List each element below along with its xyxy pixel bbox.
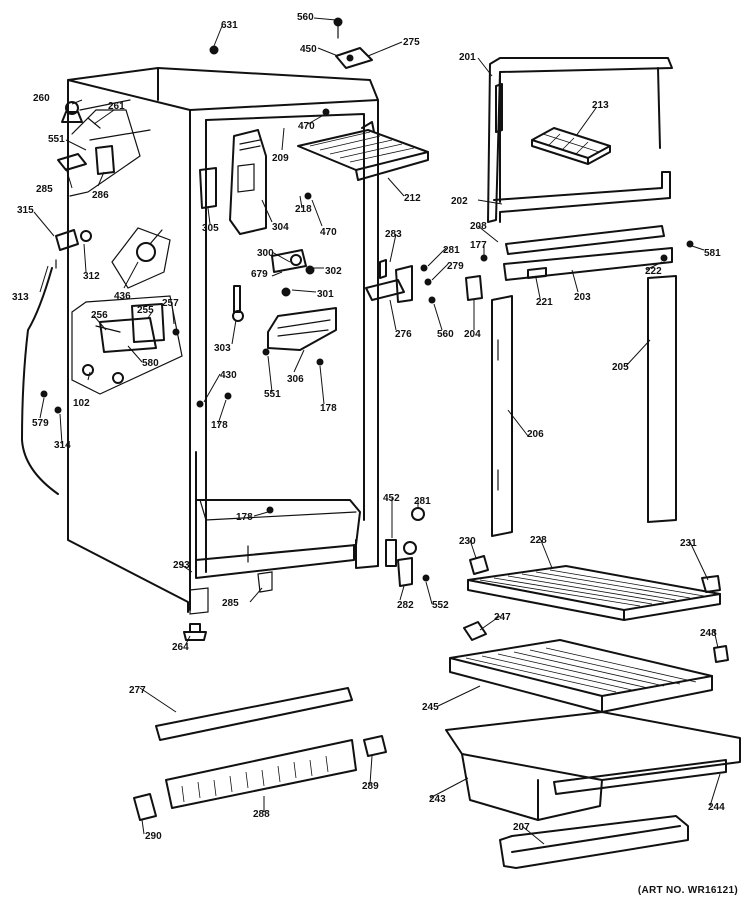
callout-300: 300 — [257, 248, 274, 259]
ice-tray — [531, 127, 611, 165]
callout-276: 276 — [395, 329, 412, 340]
callout-306: 306 — [287, 374, 304, 385]
callout-315: 315 — [17, 205, 34, 216]
callout-450: 450 — [300, 44, 317, 55]
callout-243: 243 — [429, 794, 446, 805]
callout-245: 245 — [422, 702, 439, 713]
callout-labels: 631 560 450 275 201 260 261 213 551 470 … — [12, 12, 725, 842]
callout-281: 281 — [414, 496, 431, 507]
callout-244: 244 — [708, 802, 725, 813]
callout-470: 470 — [320, 227, 337, 238]
callout-312: 312 — [83, 271, 100, 282]
art-number: (ART NO. WR16121) — [637, 885, 738, 896]
callout-204: 204 — [464, 329, 481, 340]
callout-305: 305 — [202, 223, 219, 234]
callout-551: 551 — [264, 389, 281, 400]
callout-218: 218 — [295, 204, 312, 215]
callout-255: 255 — [137, 305, 154, 316]
callout-314: 314 — [54, 440, 71, 451]
callout-201: 201 — [459, 52, 476, 63]
callout-470: 470 — [298, 121, 315, 132]
callout-228: 228 — [530, 535, 547, 546]
callout-177: 177 — [470, 240, 487, 251]
callout-279: 279 — [447, 261, 464, 272]
control-assembly — [199, 129, 337, 351]
callout-282: 282 — [397, 600, 414, 611]
callout-260: 260 — [33, 93, 50, 104]
callout-178: 178 — [211, 420, 228, 431]
callout-289: 289 — [362, 781, 379, 792]
callout-261: 261 — [108, 101, 125, 112]
callout-222: 222 — [645, 266, 662, 277]
callout-178: 178 — [236, 512, 253, 523]
callout-552: 552 — [432, 600, 449, 611]
callout-303: 303 — [214, 343, 231, 354]
wire-shelf — [467, 555, 721, 621]
callout-301: 301 — [317, 289, 334, 300]
callout-178: 178 — [320, 403, 337, 414]
callout-213: 213 — [592, 100, 609, 111]
door-gaskets-and-strips — [491, 225, 677, 537]
thermostat-group — [71, 295, 183, 395]
crisper-drawer — [445, 711, 741, 821]
callout-102: 102 — [73, 398, 90, 409]
callout-452: 452 — [383, 493, 400, 504]
drain-tube — [21, 229, 92, 495]
freezer-shelf — [297, 121, 429, 181]
callout-293: 293 — [173, 560, 190, 571]
callout-551: 551 — [48, 134, 65, 145]
callout-256: 256 — [91, 310, 108, 321]
callout-231: 231 — [680, 538, 697, 549]
callout-560: 560 — [437, 329, 454, 340]
callout-207: 207 — [513, 822, 530, 833]
callout-290: 290 — [145, 831, 162, 842]
callout-286: 286 — [92, 190, 109, 201]
glass-shelf — [449, 621, 729, 713]
callout-230: 230 — [459, 536, 476, 547]
callout-281: 281 — [443, 245, 460, 256]
callout-221: 221 — [536, 297, 553, 308]
callout-430: 430 — [220, 370, 237, 381]
callout-302: 302 — [325, 266, 342, 277]
callout-206: 206 — [527, 429, 544, 440]
callout-313: 313 — [12, 292, 29, 303]
freezer-door-liner — [487, 57, 673, 223]
callout-208: 208 — [470, 221, 487, 232]
callout-304: 304 — [272, 222, 289, 233]
callout-283: 283 — [385, 229, 402, 240]
callout-202: 202 — [451, 196, 468, 207]
callout-264: 264 — [172, 642, 189, 653]
callout-579: 579 — [32, 418, 49, 429]
callout-631: 631 — [221, 20, 238, 31]
toe-grille-parts — [133, 687, 387, 821]
knob-parts — [57, 101, 141, 197]
callout-203: 203 — [574, 292, 591, 303]
callout-436: 436 — [114, 291, 131, 302]
callout-288: 288 — [253, 809, 270, 820]
callout-212: 212 — [404, 193, 421, 204]
callout-209: 209 — [272, 153, 289, 164]
leader-lines — [33, 17, 721, 845]
leveling-foot — [183, 571, 273, 641]
callout-581: 581 — [704, 248, 721, 259]
callout-560: 560 — [297, 12, 314, 23]
callout-285: 285 — [36, 184, 53, 195]
light-socket — [111, 227, 171, 289]
hinge-parts — [335, 47, 483, 587]
cabinet — [67, 67, 379, 615]
drawer-front — [499, 815, 689, 869]
callout-248: 248 — [700, 628, 717, 639]
callout-257: 257 — [162, 298, 179, 309]
callout-679: 679 — [251, 269, 268, 280]
callout-205: 205 — [612, 362, 629, 373]
callout-285: 285 — [222, 598, 239, 609]
callout-247: 247 — [494, 612, 511, 623]
callout-580: 580 — [142, 358, 159, 369]
callout-277: 277 — [129, 685, 146, 696]
callout-275: 275 — [403, 37, 420, 48]
